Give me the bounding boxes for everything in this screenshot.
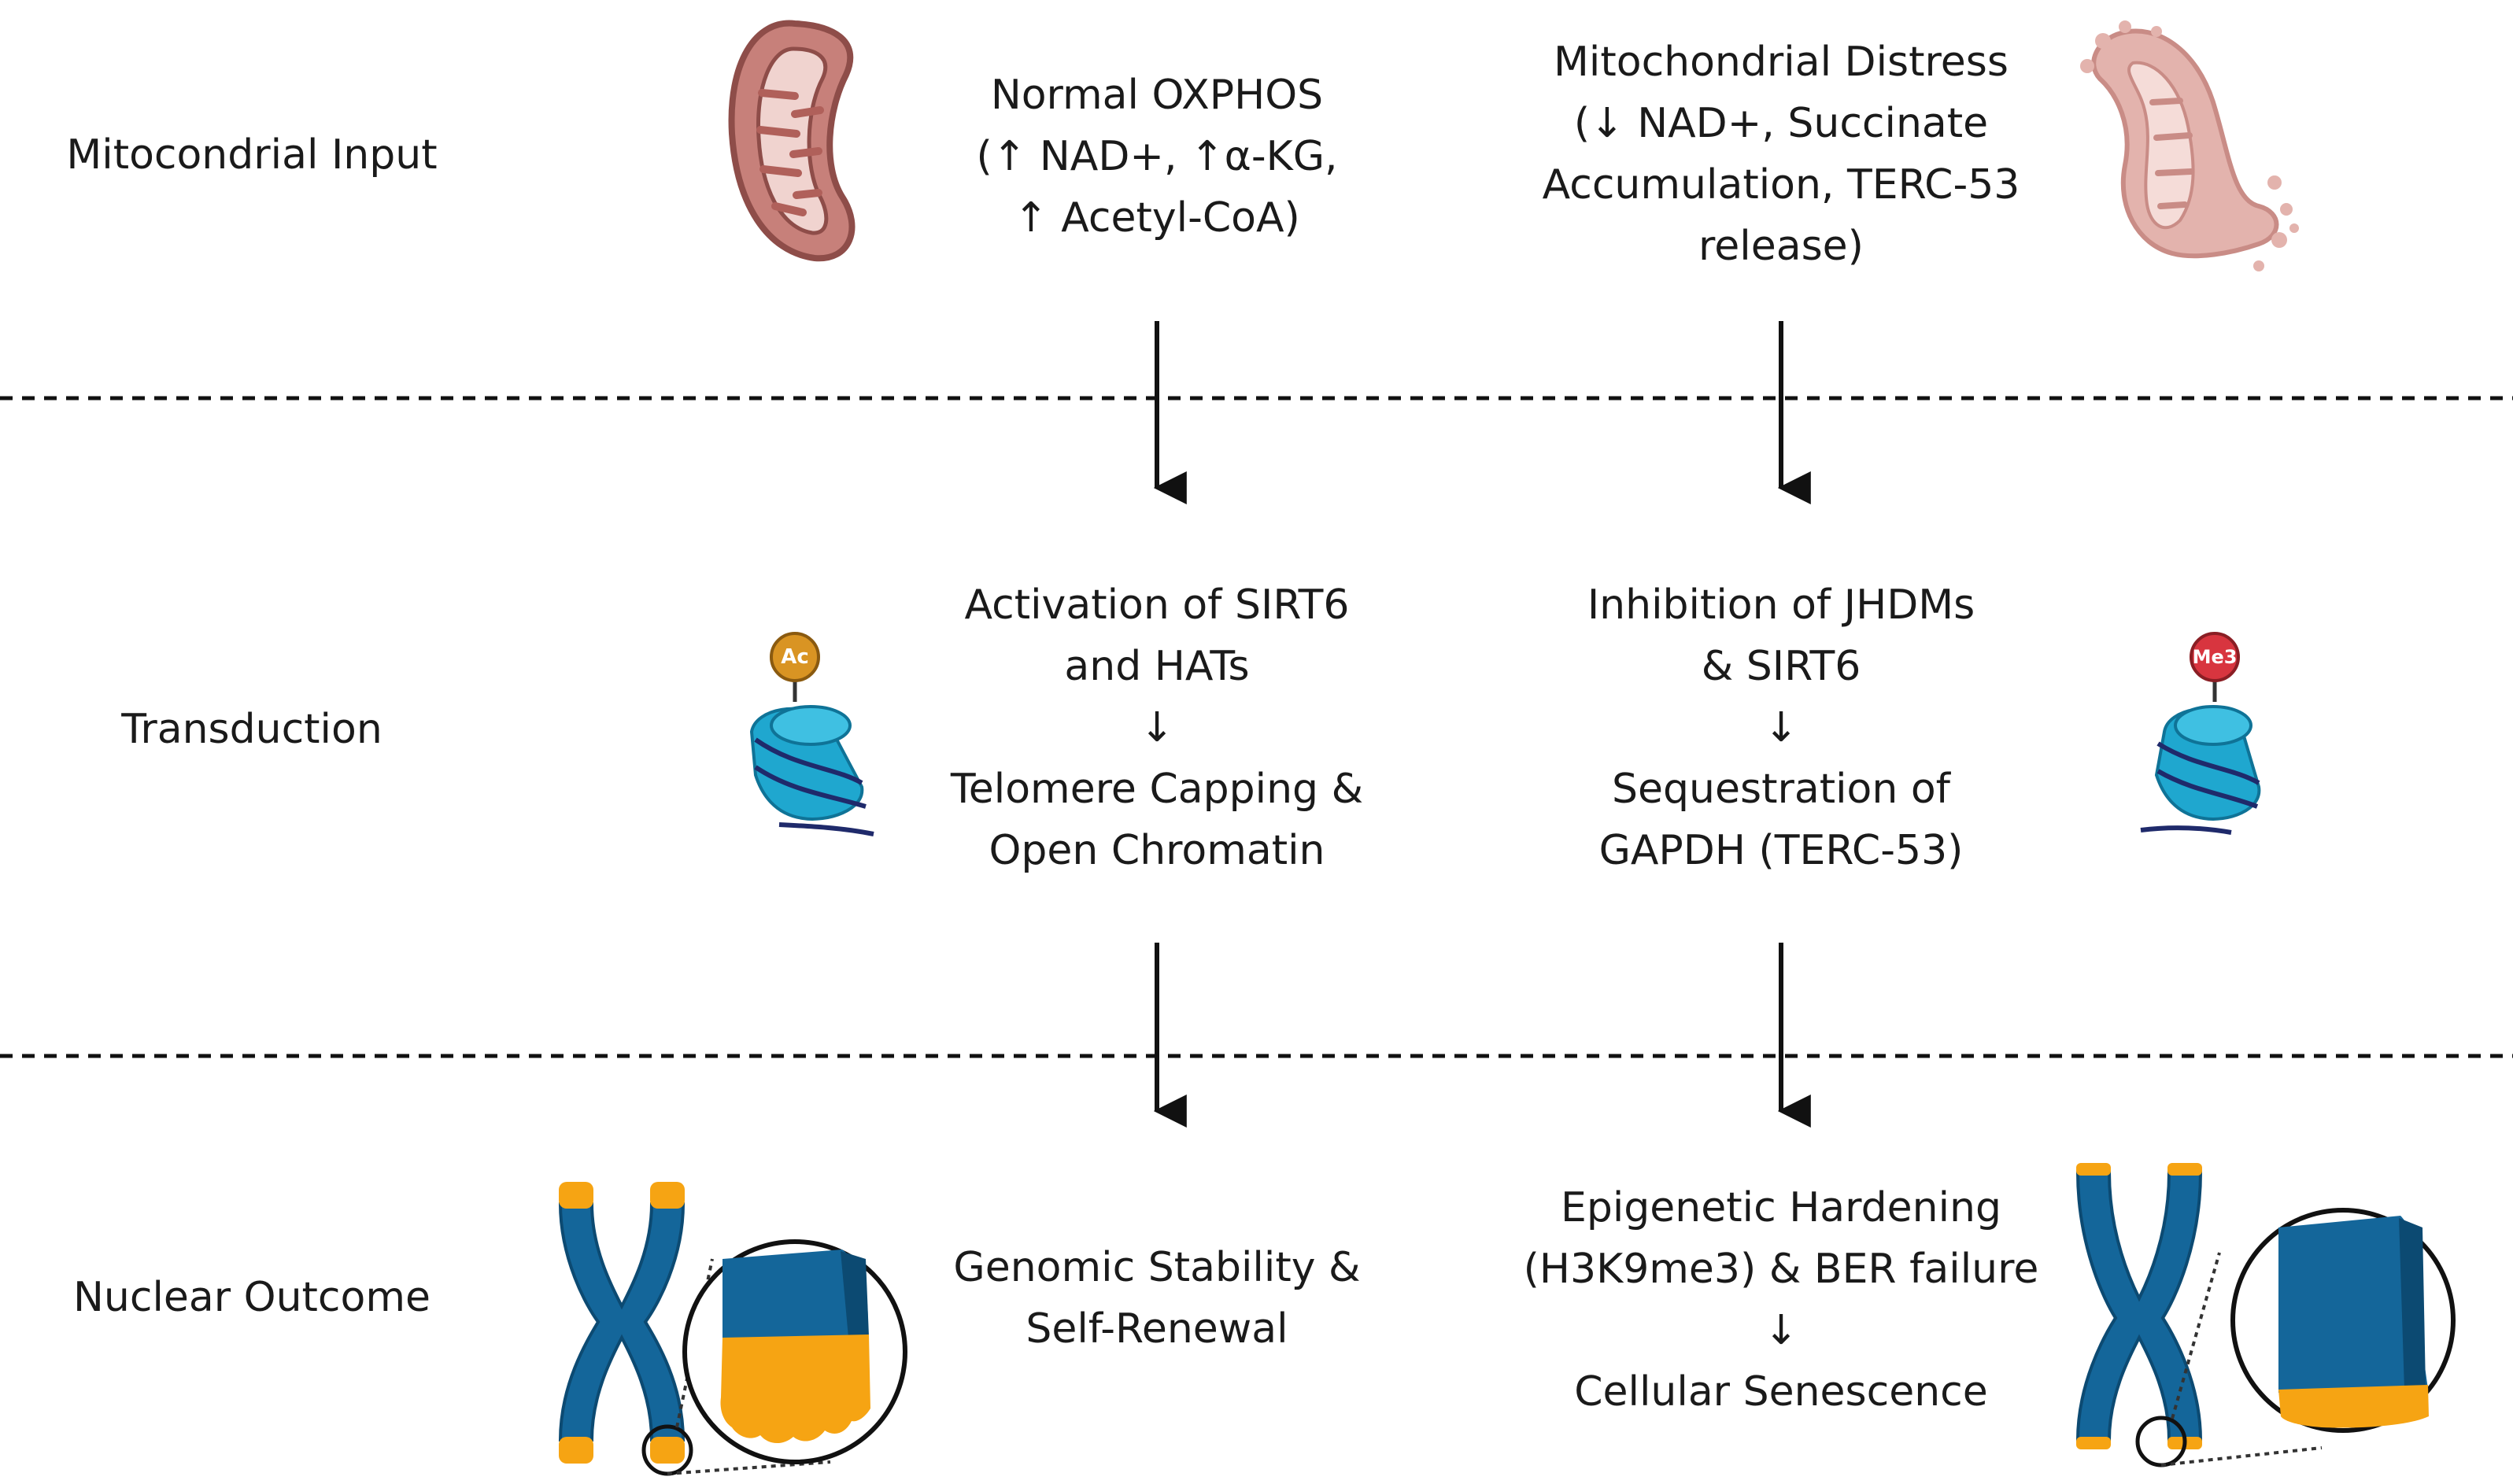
row-label-input: Mitocondrial Input [66, 131, 438, 179]
normal-input-text: Normal OXPHOS (↑ NAD+, ↑α-KG, ↑ Acetyl-C… [976, 72, 1338, 242]
row-label-transduction: Transduction [121, 706, 382, 753]
distress-transduction-text: Inhibition of JHDMs & SIRT6 ↓ Sequestrat… [1587, 581, 1975, 874]
distress-input-text: Mitochondrial Distress (↓ NAD+, Succinat… [1542, 39, 2020, 270]
nucleosome-methyl-icon [2140, 632, 2261, 835]
normal-transduction-text: Activation of SIRT6 and HATs ↓ Telomere … [950, 581, 1364, 874]
chromosome-short-telomere-icon [2075, 1163, 2456, 1467]
row-label-outcome: Nuclear Outcome [73, 1274, 431, 1321]
normal-outcome-text: Genomic Stability & Self-Renewal [953, 1244, 1361, 1353]
acetyl-mark [770, 632, 820, 682]
methyl-mark [2190, 632, 2240, 682]
nucleosome-acetyl-icon [749, 632, 874, 836]
chromosome-long-telomere-icon [558, 1182, 907, 1476]
distress-outcome-text: Epigenetic Hardening (H3K9me3) & BER fai… [1523, 1184, 2039, 1416]
mitochondrion-healthy-icon [728, 20, 856, 262]
acetyl-mark-label: Ac [781, 645, 809, 669]
methyl-mark-label: Me3 [2192, 646, 2238, 668]
mitochondrion-damaged-icon [2080, 20, 2299, 271]
